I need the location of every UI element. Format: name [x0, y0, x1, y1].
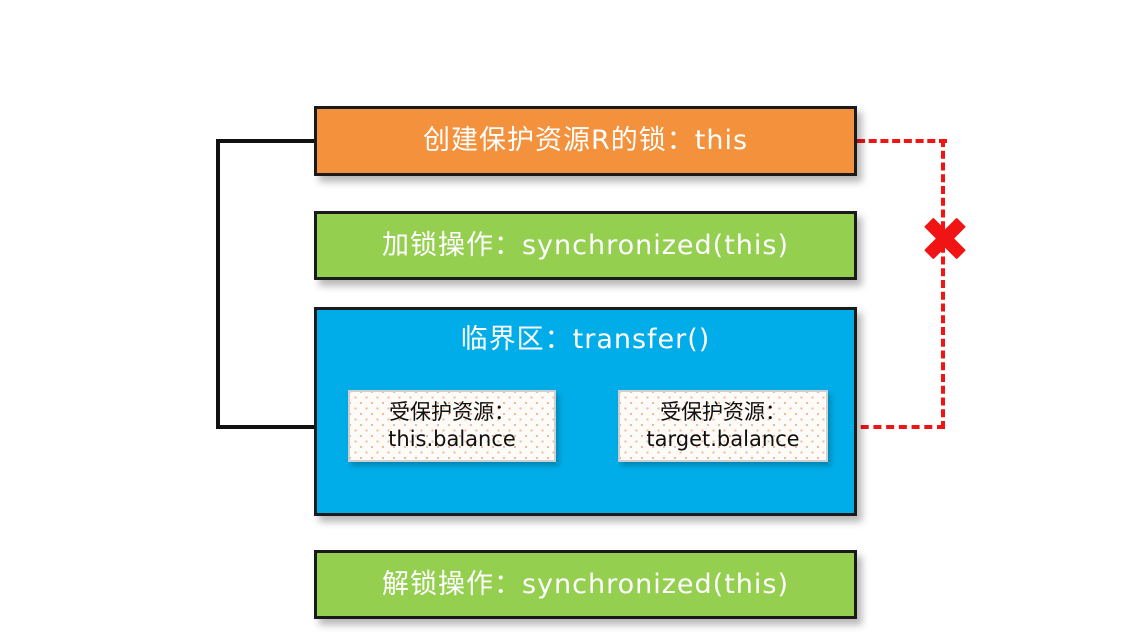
create-lock-label: 创建保护资源R的锁：this [422, 125, 749, 157]
protected-resource-card-this-balance: 受保护资源： this.balance [348, 390, 556, 462]
protected-resource-card-target-balance: 受保护资源： target.balance [618, 390, 828, 462]
not-protects-connector-top-segment [857, 139, 947, 143]
lock-operation-label: 加锁操作：synchronized(this) [381, 229, 789, 261]
not-protects-connector-vertical-segment [941, 139, 945, 429]
protected-resource-value: this.balance [388, 427, 516, 451]
unlock-operation-box: 解锁操作：synchronized(this) [314, 550, 857, 619]
unlock-operation-label: 解锁操作：synchronized(this) [381, 568, 789, 600]
forbidden-cross-icon [922, 215, 968, 261]
protected-resource-heading: 受保护资源： [389, 400, 515, 425]
lock-operation-box: 加锁操作：synchronized(this) [314, 211, 857, 280]
critical-section-label: 临界区：transfer() [460, 324, 711, 355]
protected-resource-heading: 受保护资源： [660, 400, 786, 425]
protects-connector-top-segment [216, 139, 316, 143]
protects-connector-vertical-segment [216, 139, 220, 429]
create-lock-box: 创建保护资源R的锁：this [314, 106, 857, 176]
protected-resource-value: target.balance [646, 427, 800, 451]
not-protects-connector-bottom-segment [848, 425, 945, 429]
protects-connector-bottom-segment [216, 425, 338, 429]
